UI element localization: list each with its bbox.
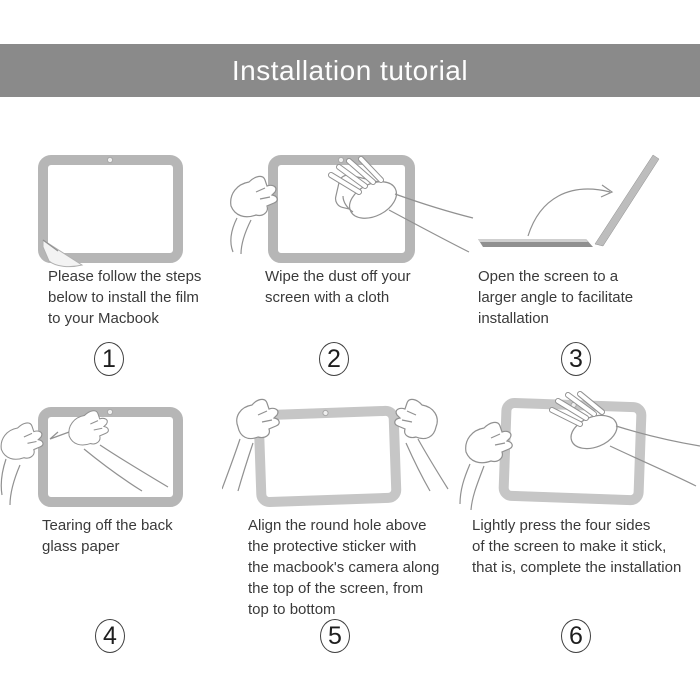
left-hand-icon [0,422,44,460]
step6-caption: Lightly press the four sides of the scre… [472,517,682,576]
step2-wipe-screen-illustration [230,155,474,263]
step3-number-badge: 3 [561,342,591,376]
step4-tear-back-paper-illustration [0,407,183,507]
step3-open-laptop-illustration [478,154,660,247]
step5-caption: Align the round hole above the protectiv… [248,517,440,618]
step4-number-badge: 4 [95,619,125,653]
wiping-hand-with-cloth-icon [328,156,474,253]
open-direction-arrow-icon [527,184,614,237]
page-title: Installation tutorial [231,54,469,86]
step6-number-badge: 6 [561,619,591,653]
step3-caption: Open the screen to a larger angle to fac… [478,268,634,327]
left-hand-icon [465,421,513,464]
pressing-hand-icon [549,391,700,487]
step1-number-badge: 1 [94,342,124,376]
step1-caption: Please follow the steps below to install… [48,268,202,327]
right-hand-icon [394,398,438,440]
tearing-hand-icon [68,410,109,446]
step1-macbook-film-peel-illustration [38,155,183,268]
step5-number-badge: 5 [320,619,350,653]
left-hand-icon [230,175,278,218]
tutorial-header: Installation tutorial [0,44,700,97]
left-hand-icon [236,398,280,440]
step6-press-screen-illustration [459,391,700,511]
step2-number-badge: 2 [319,342,349,376]
step5-align-film-illustration [222,398,449,508]
step2-caption: Wipe the dust off your screen with a clo… [265,268,411,306]
step4-caption: Tearing off the back glass paper [42,517,173,555]
